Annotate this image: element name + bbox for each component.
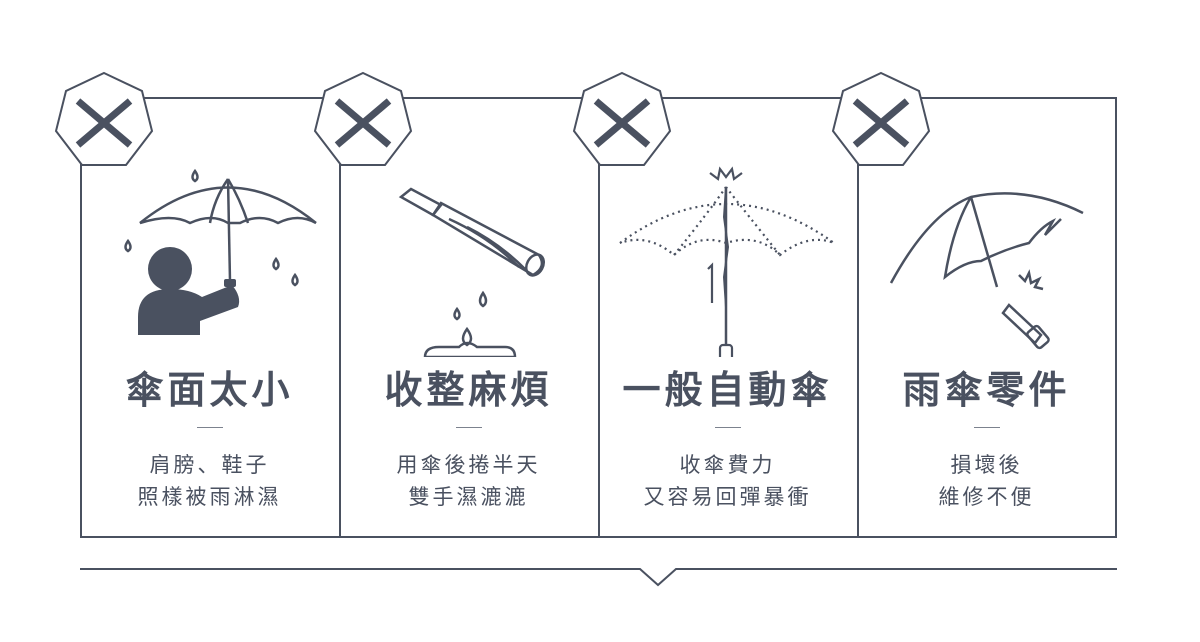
description-line: 維修不便 xyxy=(938,485,1035,509)
auto-umbrella-spring-icon xyxy=(619,166,835,357)
x-mark-icon xyxy=(313,71,413,166)
card-title: 收整麻煩 xyxy=(384,368,553,412)
description-line: 肩膀、鞋子 xyxy=(149,453,270,477)
bottom-pointer-line xyxy=(80,568,1117,587)
description-line: 雙手濕漉漉 xyxy=(408,485,529,509)
card-title: 一般自動傘 xyxy=(622,368,833,412)
description-line: 損壞後 xyxy=(950,453,1023,477)
description-line: 又容易回彈暴衝 xyxy=(643,485,812,509)
card-description: 損壞後 維修不便 xyxy=(857,449,1116,513)
description-line: 用傘後捲半天 xyxy=(396,453,541,477)
broken-umbrella-icon xyxy=(889,192,1084,350)
description-line: 照樣被雨淋濕 xyxy=(137,485,282,509)
title-dash xyxy=(455,427,482,428)
card-description: 用傘後捲半天 雙手濕漉漉 xyxy=(339,449,598,513)
card-divider xyxy=(857,97,859,538)
dripping-folded-umbrella-icon xyxy=(398,187,546,357)
title-dash xyxy=(196,427,223,428)
x-mark-icon xyxy=(54,71,154,166)
title-dash xyxy=(714,427,741,428)
card-messy-folding: 收整麻煩 用傘後捲半天 雙手濕漉漉 xyxy=(313,71,598,538)
card-auto-umbrella: 一般自動傘 收傘費力 又容易回彈暴衝 xyxy=(572,71,857,538)
description-line: 收傘費力 xyxy=(679,453,776,477)
card-divider xyxy=(339,97,341,538)
x-mark-icon xyxy=(572,71,672,166)
card-small-canopy: 傘面太小 肩膀、鞋子 照樣被雨淋濕 xyxy=(54,71,339,538)
person-small-umbrella-icon xyxy=(124,168,317,335)
card-divider xyxy=(598,97,600,538)
card-title: 雨傘零件 xyxy=(902,368,1071,412)
card-broken-parts: 雨傘零件 損壞後 維修不便 xyxy=(831,71,1116,538)
x-mark-icon xyxy=(831,71,931,166)
card-description: 收傘費力 又容易回彈暴衝 xyxy=(598,449,857,513)
card-title: 傘面太小 xyxy=(125,368,294,412)
title-dash xyxy=(973,427,1000,428)
card-description: 肩膀、鞋子 照樣被雨淋濕 xyxy=(80,449,339,513)
